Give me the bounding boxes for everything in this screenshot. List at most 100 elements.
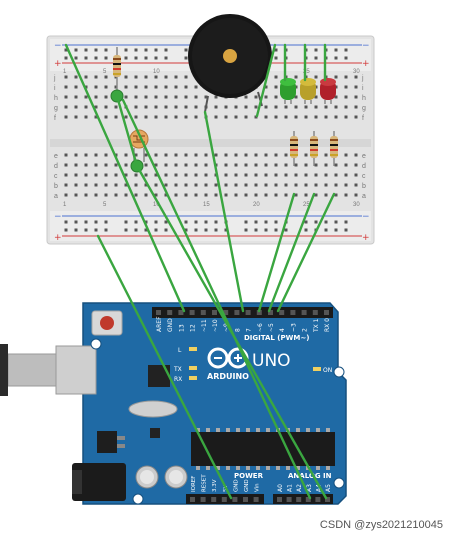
breadboard-hole[interactable]: [184, 153, 188, 157]
breadboard-hole[interactable]: [344, 85, 348, 89]
rail-hole[interactable]: [344, 56, 348, 60]
breadboard-hole[interactable]: [344, 173, 348, 177]
breadboard-hole[interactable]: [94, 193, 98, 197]
breadboard-hole[interactable]: [124, 153, 128, 157]
breadboard-hole[interactable]: [184, 173, 188, 177]
breadboard-hole[interactable]: [194, 105, 198, 109]
breadboard-hole[interactable]: [274, 153, 278, 157]
rail-hole[interactable]: [184, 220, 188, 224]
breadboard-hole[interactable]: [214, 95, 218, 99]
breadboard-hole[interactable]: [194, 173, 198, 177]
breadboard-hole[interactable]: [284, 163, 288, 167]
breadboard-hole[interactable]: [94, 163, 98, 167]
rail-hole[interactable]: [124, 220, 128, 224]
breadboard-hole[interactable]: [74, 95, 78, 99]
rail-hole[interactable]: [84, 220, 88, 224]
rail-hole[interactable]: [164, 228, 168, 232]
breadboard-hole[interactable]: [174, 153, 178, 157]
breadboard-hole[interactable]: [104, 115, 108, 119]
rail-hole[interactable]: [214, 228, 218, 232]
breadboard-hole[interactable]: [354, 153, 358, 157]
rail-hole[interactable]: [314, 48, 318, 52]
rail-hole[interactable]: [64, 220, 68, 224]
rail-hole[interactable]: [264, 228, 268, 232]
breadboard-hole[interactable]: [324, 173, 328, 177]
wire-5v-rail[interactable]: [96, 234, 233, 500]
breadboard-hole[interactable]: [94, 95, 98, 99]
breadboard-hole[interactable]: [144, 163, 148, 167]
breadboard-hole[interactable]: [194, 153, 198, 157]
breadboard-hole[interactable]: [224, 173, 228, 177]
breadboard-hole[interactable]: [234, 173, 238, 177]
breadboard-hole[interactable]: [134, 153, 138, 157]
rail-hole[interactable]: [344, 228, 348, 232]
breadboard-hole[interactable]: [84, 193, 88, 197]
breadboard-hole[interactable]: [344, 193, 348, 197]
breadboard-hole[interactable]: [224, 163, 228, 167]
breadboard-hole[interactable]: [244, 163, 248, 167]
breadboard-hole[interactable]: [104, 153, 108, 157]
breadboard-hole[interactable]: [284, 183, 288, 187]
rail-hole[interactable]: [104, 228, 108, 232]
rail-hole[interactable]: [124, 56, 128, 60]
breadboard-hole[interactable]: [144, 95, 148, 99]
breadboard-hole[interactable]: [254, 105, 258, 109]
breadboard-hole[interactable]: [124, 193, 128, 197]
usb-port[interactable]: [55, 345, 97, 395]
analog-header[interactable]: [273, 494, 333, 504]
breadboard-hole[interactable]: [254, 193, 258, 197]
breadboard-hole[interactable]: [354, 115, 358, 119]
rail-hole[interactable]: [134, 220, 138, 224]
breadboard-hole[interactable]: [194, 193, 198, 197]
power-jack[interactable]: [72, 463, 126, 501]
breadboard-hole[interactable]: [254, 95, 258, 99]
breadboard-hole[interactable]: [84, 85, 88, 89]
breadboard-hole[interactable]: [124, 85, 128, 89]
rail-hole[interactable]: [334, 48, 338, 52]
breadboard-hole[interactable]: [64, 173, 68, 177]
breadboard-hole[interactable]: [124, 183, 128, 187]
breadboard-hole[interactable]: [74, 163, 78, 167]
breadboard-hole[interactable]: [294, 163, 298, 167]
breadboard-hole[interactable]: [244, 95, 248, 99]
breadboard-hole[interactable]: [354, 173, 358, 177]
wire-resistor1-pin7[interactable]: [257, 192, 296, 313]
header-pin[interactable]: [178, 310, 184, 315]
breadboard-hole[interactable]: [234, 153, 238, 157]
power-header-pin[interactable]: [253, 497, 259, 502]
breadboard-hole[interactable]: [344, 95, 348, 99]
resistor-3[interactable]: [330, 131, 338, 166]
rail-hole[interactable]: [194, 228, 198, 232]
breadboard-hole[interactable]: [154, 75, 158, 79]
rail-hole[interactable]: [264, 220, 268, 224]
breadboard-hole[interactable]: [104, 95, 108, 99]
breadboard-hole[interactable]: [134, 115, 138, 119]
piezo-buzzer[interactable]: [188, 14, 272, 113]
breadboard-hole[interactable]: [114, 183, 118, 187]
breadboard-hole[interactable]: [174, 183, 178, 187]
breadboard-hole[interactable]: [254, 163, 258, 167]
rail-hole[interactable]: [144, 228, 148, 232]
breadboard-hole[interactable]: [134, 173, 138, 177]
breadboard-hole[interactable]: [354, 85, 358, 89]
header-pin[interactable]: [200, 310, 206, 315]
breadboard-hole[interactable]: [344, 105, 348, 109]
breadboard-hole[interactable]: [64, 75, 68, 79]
breadboard-hole[interactable]: [254, 173, 258, 177]
header-pin[interactable]: [268, 310, 273, 315]
breadboard-hole[interactable]: [284, 173, 288, 177]
breadboard-hole[interactable]: [314, 95, 318, 99]
breadboard-hole[interactable]: [114, 163, 118, 167]
header-pin[interactable]: [234, 310, 240, 315]
breadboard-hole[interactable]: [294, 95, 298, 99]
rail-hole[interactable]: [324, 220, 328, 224]
rail-hole[interactable]: [334, 56, 338, 60]
breadboard-hole[interactable]: [344, 75, 348, 79]
breadboard-hole[interactable]: [344, 153, 348, 157]
rail-hole[interactable]: [194, 220, 198, 224]
breadboard-hole[interactable]: [334, 105, 338, 109]
breadboard-hole[interactable]: [154, 85, 158, 89]
rail-hole[interactable]: [154, 228, 158, 232]
header-pin[interactable]: [167, 310, 173, 315]
rail-hole[interactable]: [154, 56, 158, 60]
